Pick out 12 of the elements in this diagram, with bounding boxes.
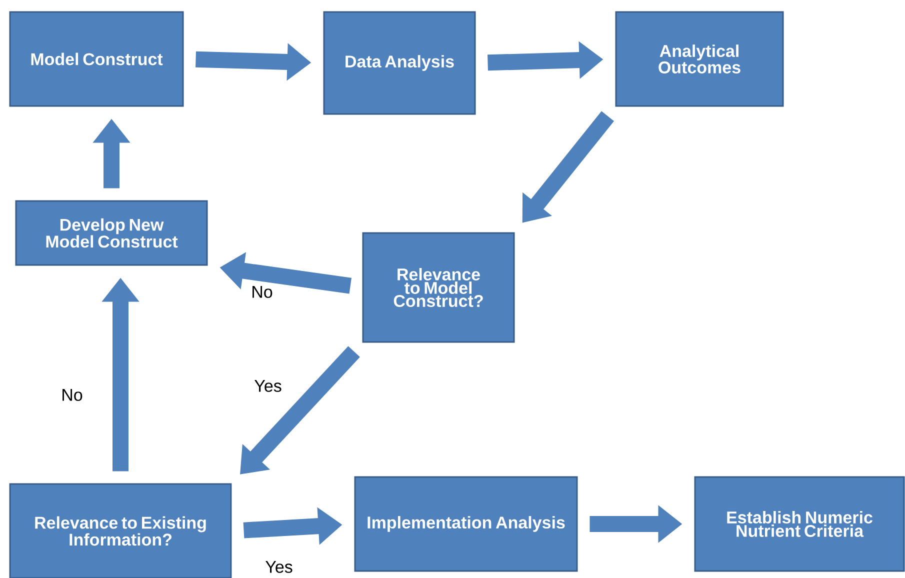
process-box: Model Construct bbox=[9, 11, 184, 107]
process-box: Relevance to Model Construct? bbox=[362, 232, 515, 343]
process-box: Implementation Analysis bbox=[354, 476, 578, 572]
process-box: Relevance to Existing Information? bbox=[9, 483, 232, 578]
edge-label: No bbox=[252, 286, 272, 298]
edge-label: Yes bbox=[266, 561, 292, 573]
process-box: Develop New Model Construct bbox=[15, 200, 208, 266]
process-box: Data Analysis bbox=[323, 11, 476, 115]
process-box: Analytical Outcomes bbox=[615, 11, 784, 107]
edge-label: No bbox=[62, 389, 82, 401]
edge-label: Yes bbox=[254, 380, 282, 392]
process-box: Establish Numeric Nutrient Criteria bbox=[694, 476, 905, 572]
